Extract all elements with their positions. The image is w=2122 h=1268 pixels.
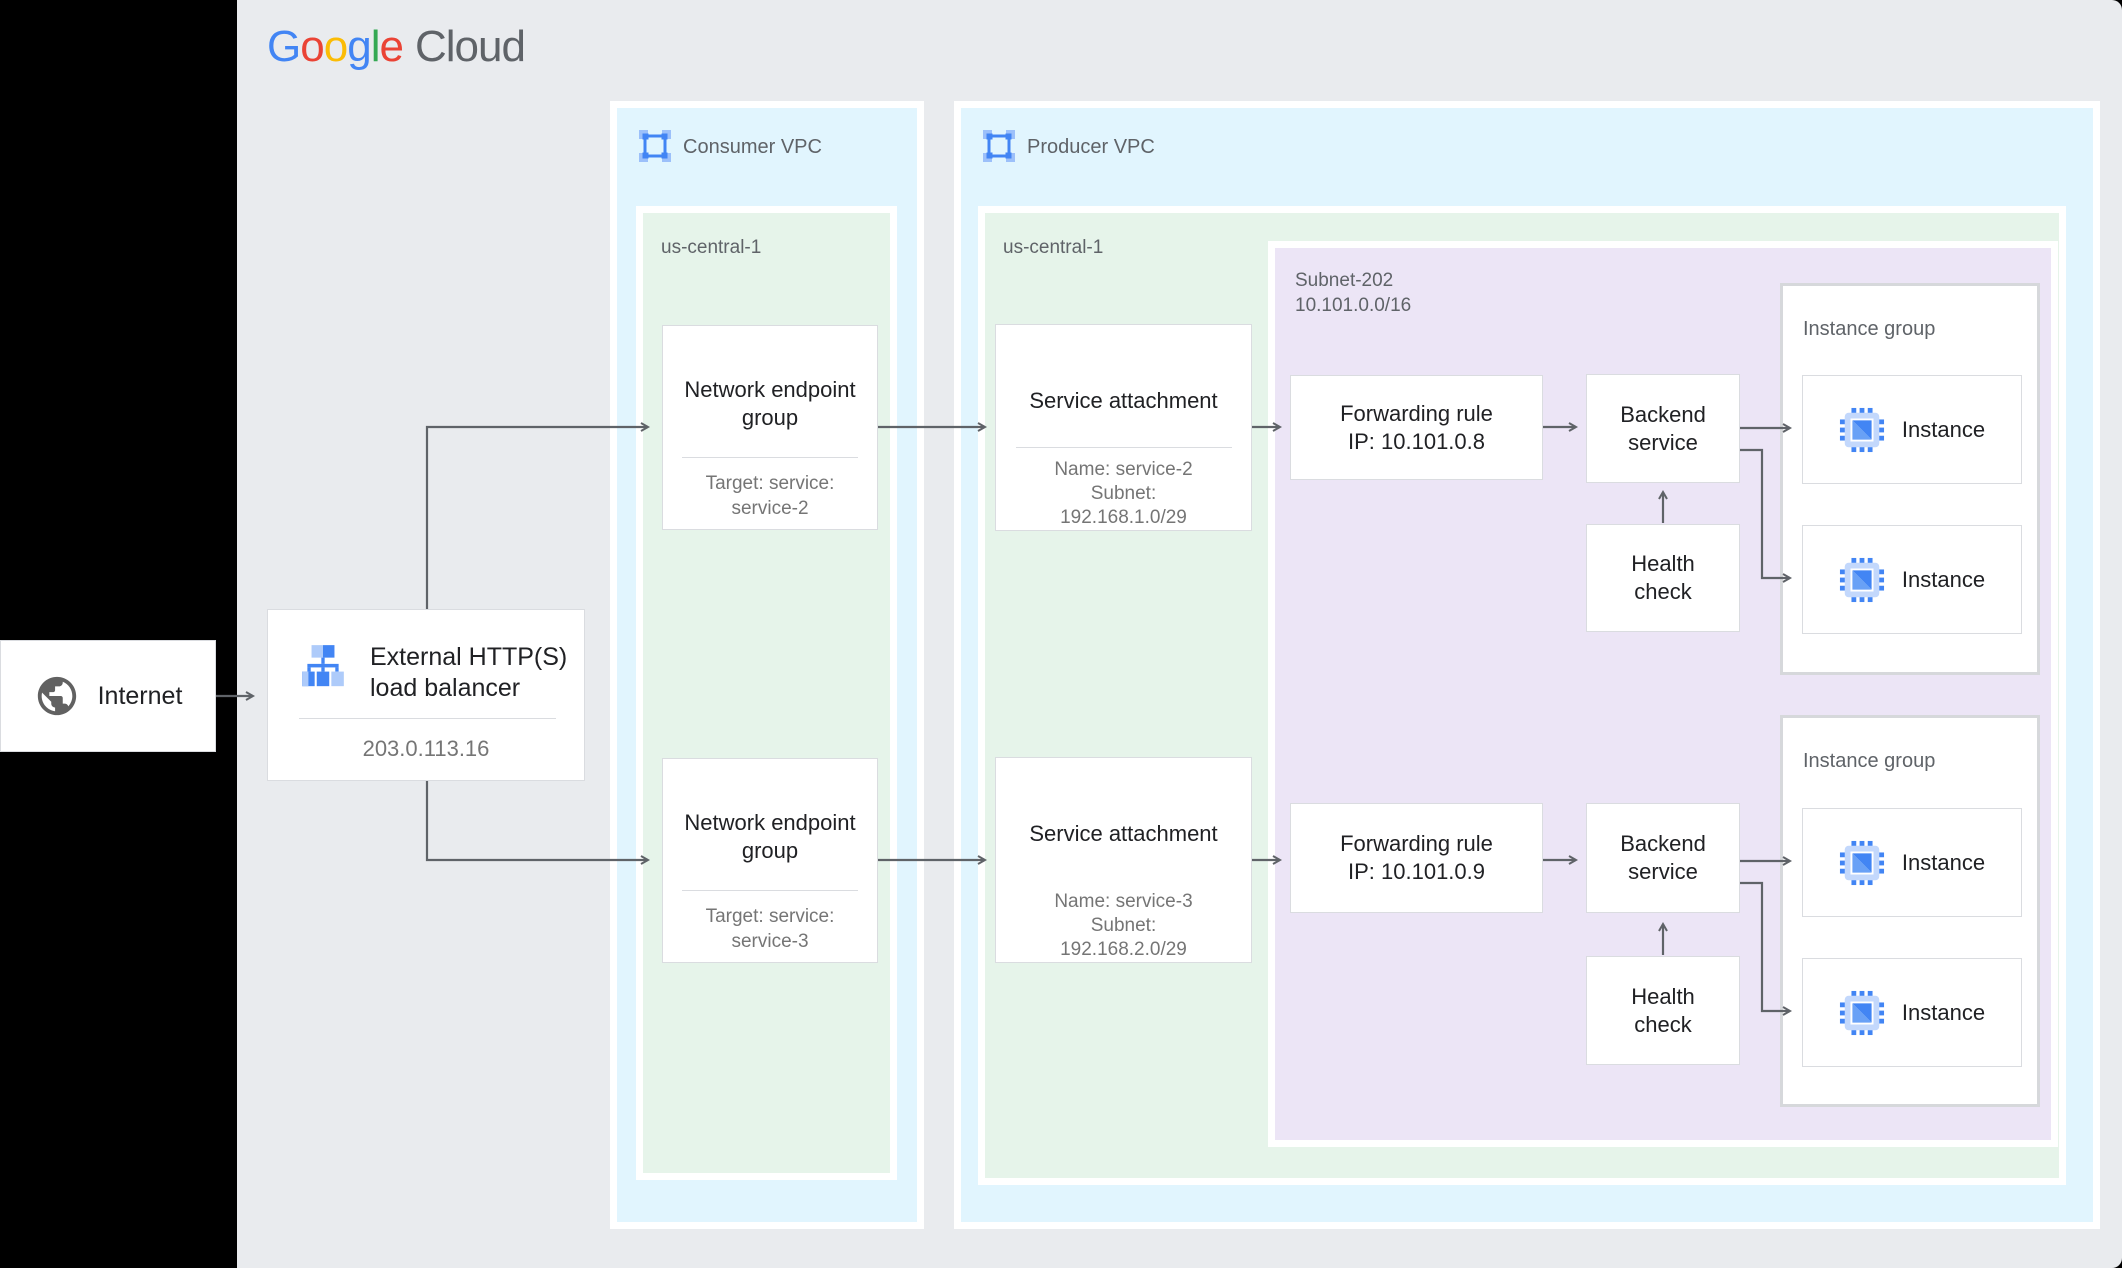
consumer-vpc-label: Consumer VPC [683,136,822,158]
load-balancer-icon [302,645,344,687]
producer-region-label: us-central-1 [1003,237,1104,258]
backend-service-card: Backend service [1586,374,1740,483]
forwarding-rule-ip: IP: 10.101.0.9 [1348,859,1485,884]
sa-subnet-cidr: 192.168.1.0/29 [1060,507,1187,528]
logo-letter: l [370,22,381,71]
backend-service-line: Backend [1620,401,1706,427]
logo-letter: g [347,22,372,71]
instance-group-card: Instance group Instance Instance [1780,715,2040,1107]
health-check-card: Health check [1586,524,1740,632]
subnet-name: Subnet-202 [1295,270,1394,291]
load-balancer-ip: 203.0.113.16 [362,736,490,761]
service-attachment-title: Service attachment [1029,388,1218,413]
service-attachment-title: Service attachment [1029,821,1218,846]
chip-icon [1839,990,1884,1035]
globe-icon [37,676,76,716]
instance-card: Instance [1802,808,2022,917]
service-attachment-card: Service attachment Name: service-2 Subne… [995,324,1252,531]
consumer-vpc-zone: Consumer VPC us-central-1 [610,101,924,1229]
neg-target-line: service-3 [731,931,809,952]
health-check-card: Health check [1586,956,1740,1065]
vpc-icon [637,128,673,164]
backend-service-line: service [1628,859,1698,884]
sa-name: Name: service-3 [1054,891,1193,912]
network-endpoint-group-card: Network endpoint group Target: service: … [662,758,878,963]
sa-name: Name: service-2 [1054,459,1193,480]
sa-subnet-cidr: 192.168.2.0/29 [1060,939,1187,960]
network-endpoint-group-card: Network endpoint group Target: service: … [662,325,878,530]
load-balancer-card: External HTTP(S) load balancer 203.0.113… [267,609,585,781]
logo-letter: o [323,22,349,71]
logo-cloud-text: Cloud [414,22,526,71]
forwarding-rule-line: Forwarding rule [1340,831,1493,856]
instance-label: Instance [1901,416,1986,442]
forwarding-rule-ip: IP: 10.101.0.8 [1348,428,1485,454]
instance-group-label: Instance group [1803,750,1936,772]
backend-service-line: service [1628,429,1698,455]
neg-title: Network endpoint group [684,377,856,430]
instance-label: Instance [1901,999,1986,1025]
forwarding-rule-card: Forwarding rule IP: 10.101.0.9 [1290,803,1543,913]
neg-target-line: Target: service: [705,473,835,494]
forwarding-rule-line: Forwarding rule [1340,400,1493,426]
neg-target-line: Target: service: [705,906,835,927]
instance-label: Instance [1901,566,1986,592]
subnet-cidr: 10.101.0.0/16 [1295,295,1412,316]
health-check-line: check [1634,579,1692,604]
internet-label: Internet [97,681,183,710]
chip-icon [1839,840,1884,885]
health-check-line: Health [1631,983,1695,1009]
consumer-region-label: us-central-1 [661,237,762,258]
divider [682,457,858,458]
divider [1015,447,1232,448]
internet-node: Internet [0,640,216,752]
backend-service-line: Backend [1620,831,1706,856]
instance-card: Instance [1802,525,2022,634]
forwarding-rule-card: Forwarding rule IP: 10.101.0.8 [1290,375,1543,480]
neg-target-line: service-2 [731,498,809,519]
health-check-line: Health [1631,551,1695,576]
instance-label: Instance [1901,849,1986,875]
vpc-icon [981,128,1017,164]
producer-vpc-label: Producer VPC [1027,136,1155,158]
instance-card: Instance [1802,958,2022,1067]
instance-group-card: Instance group Instance Instance [1780,283,2040,675]
instance-card: Instance [1802,375,2022,484]
sa-subnet-label: Subnet: [1090,483,1157,504]
neg-title: Network endpoint group [684,810,856,863]
chip-icon [1839,407,1884,452]
logo-letter: o [300,22,325,71]
load-balancer-title: External HTTP(S) load balancer [370,643,568,702]
instance-group-label: Instance group [1803,318,1936,340]
sa-subnet-label: Subnet: [1090,915,1157,936]
health-check-line: check [1634,1011,1692,1037]
divider [299,718,556,719]
logo-letter: G [267,22,301,71]
logo-letter: e [379,22,404,71]
backend-service-card: Backend service [1586,803,1740,913]
chip-icon [1839,557,1884,602]
divider [682,890,858,891]
service-attachment-card: Service attachment Name: service-3 Subne… [995,757,1252,963]
